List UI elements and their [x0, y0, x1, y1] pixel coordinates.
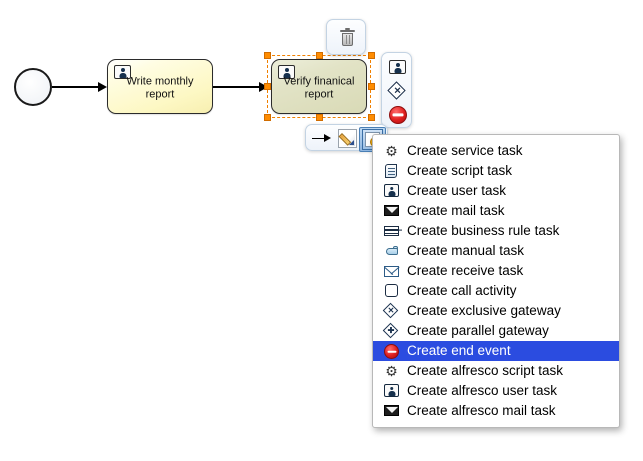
menu-item-label: Create service task: [407, 143, 523, 158]
menu-item-create-alfresco-user-task[interactable]: Create alfresco user task: [373, 381, 619, 401]
rounded-square-icon: [383, 283, 400, 299]
hand-icon: [383, 243, 400, 259]
task-label: Write monthly report: [126, 74, 194, 100]
resize-handle-sw[interactable]: [264, 114, 271, 121]
task-verify-financial-report[interactable]: Verify finanical report: [271, 59, 367, 114]
mail-filled-icon: [383, 203, 400, 219]
delete-palette[interactable]: [326, 19, 366, 55]
menu-item-label: Create user task: [407, 183, 507, 198]
edit-pencil-icon: [337, 129, 357, 148]
resize-handle-s[interactable]: [316, 114, 323, 121]
delete-button[interactable]: [327, 20, 367, 56]
mail-filled-icon: [383, 403, 400, 419]
trash-icon: [339, 27, 355, 47]
menu-item-label: Create end event: [407, 343, 511, 358]
sequence-flow-tool-button[interactable]: [310, 128, 334, 149]
menu-item-create-parallel-gateway[interactable]: ✚ Create parallel gateway: [373, 321, 619, 341]
user-task-icon: [114, 65, 131, 79]
menu-item-label: Create alfresco user task: [407, 383, 558, 398]
quick-create-end-event-button[interactable]: [382, 103, 413, 127]
quick-create-palette[interactable]: ✕: [381, 52, 412, 128]
resize-handle-e[interactable]: [368, 83, 375, 90]
selection-frame: [267, 55, 371, 118]
user-task-icon: [383, 183, 400, 199]
menu-item-label: Create script task: [407, 163, 513, 178]
gear-icon: ⚙: [385, 363, 398, 379]
menu-item-create-script-task[interactable]: Create script task: [373, 161, 619, 181]
menu-item-create-exclusive-gateway[interactable]: ✕ Create exclusive gateway: [373, 301, 619, 321]
end-event-icon: [383, 343, 400, 359]
menu-item-label: Create exclusive gateway: [407, 303, 561, 318]
menu-item-create-service-task[interactable]: ⚙ Create service task: [373, 141, 619, 161]
exclusive-gateway-icon: ✕: [387, 80, 406, 100]
sequence-flow-2-arrowhead: [259, 82, 268, 92]
menu-item-create-end-event[interactable]: Create end event: [373, 341, 619, 361]
sequence-flow-1[interactable]: [52, 86, 100, 88]
user-task-icon: [383, 383, 400, 399]
task-write-monthly-report[interactable]: Write monthly report: [107, 59, 213, 114]
start-event[interactable]: [14, 68, 52, 106]
resize-handle-se[interactable]: [368, 114, 375, 121]
resize-handle-nw[interactable]: [264, 52, 271, 59]
menu-item-create-call-activity[interactable]: Create call activity: [373, 281, 619, 301]
menu-item-create-receive-task[interactable]: Create receive task: [373, 261, 619, 281]
script-scroll-icon: [383, 163, 400, 179]
user-task-icon: [278, 65, 295, 79]
menu-item-label: Create call activity: [407, 283, 517, 298]
task-label: Verify finanical report: [283, 74, 355, 100]
envelope-outline-icon: [383, 263, 400, 279]
menu-item-create-manual-task[interactable]: Create manual task: [373, 241, 619, 261]
edit-tool-button[interactable]: [336, 128, 358, 149]
menu-item-label: Create alfresco script task: [407, 363, 564, 378]
sequence-flow-arrow-icon: [312, 134, 332, 144]
business-rule-table-icon: [383, 223, 400, 239]
quick-create-exclusive-gateway-button[interactable]: ✕: [382, 79, 413, 103]
menu-item-create-mail-task[interactable]: Create mail task: [373, 201, 619, 221]
menu-item-create-alfresco-mail-task[interactable]: Create alfresco mail task: [373, 401, 619, 421]
sequence-flow-1-arrowhead: [98, 82, 107, 92]
user-task-icon: [389, 60, 406, 74]
menu-item-create-business-rule-task[interactable]: Create business rule task: [373, 221, 619, 241]
menu-item-label: Create business rule task: [407, 223, 560, 238]
menu-item-label: Create alfresco mail task: [407, 403, 556, 418]
menu-item-label: Create parallel gateway: [407, 323, 549, 338]
exclusive-gateway-icon: ✕: [382, 302, 400, 319]
resize-handle-n[interactable]: [316, 52, 323, 59]
menu-item-create-user-task[interactable]: Create user task: [373, 181, 619, 201]
gear-icon: ⚙: [385, 143, 398, 159]
parallel-gateway-icon: ✚: [382, 322, 400, 339]
resize-handle-ne[interactable]: [368, 52, 375, 59]
menu-item-label: Create mail task: [407, 203, 505, 218]
resize-handle-w[interactable]: [264, 83, 271, 90]
quick-create-user-task-button[interactable]: [382, 55, 413, 79]
end-event-icon: [388, 106, 407, 124]
menu-item-label: Create receive task: [407, 263, 524, 278]
sequence-flow-2[interactable]: [213, 86, 261, 88]
menu-item-create-alfresco-script-task[interactable]: ⚙ Create alfresco script task: [373, 361, 619, 381]
menu-item-label: Create manual task: [407, 243, 525, 258]
